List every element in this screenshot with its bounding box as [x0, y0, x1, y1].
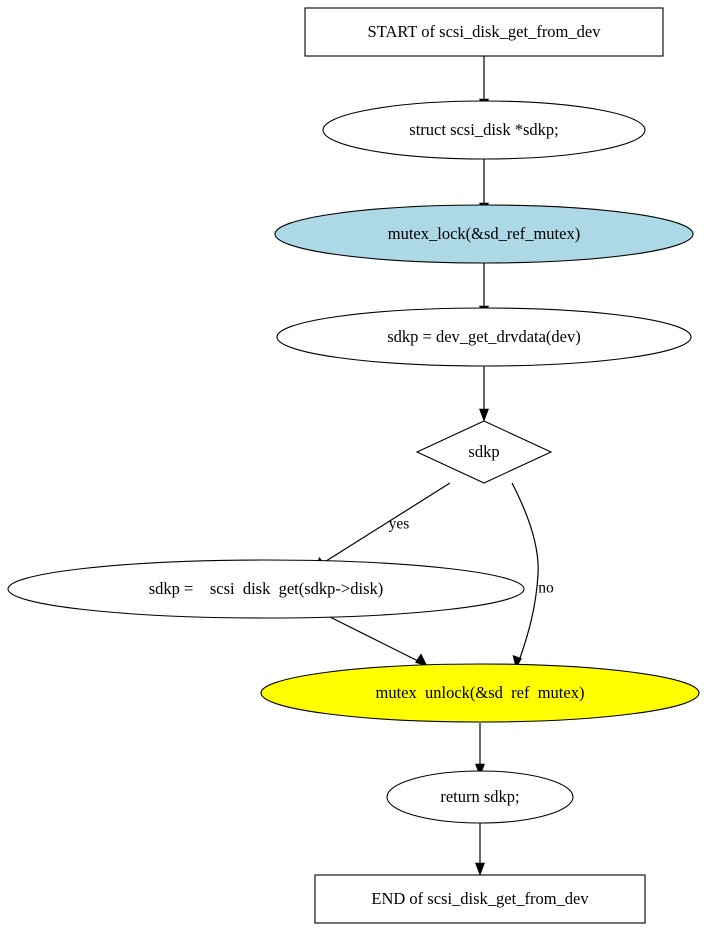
node-start-shape[interactable]	[304, 7, 664, 57]
node-end-shape[interactable]	[314, 874, 646, 924]
arrow-head-icon	[475, 763, 485, 777]
edge-diskget-to-mutexunlock	[315, 609, 428, 667]
node-drvdata-shape[interactable]	[276, 307, 692, 367]
node-mutex-unlock-label: mutex unlock(&sd ref mutex)	[376, 683, 585, 702]
node-return[interactable]: return sdkp;	[386, 770, 574, 824]
node-decl-shape[interactable]	[322, 100, 646, 160]
node-layer: START of scsi_disk_get_from_dev struct s…	[7, 7, 700, 924]
edge-label-no: no	[538, 580, 554, 597]
node-mutex-lock-label: mutex_lock(&sd_ref_mutex)	[388, 224, 580, 243]
node-return-label: return sdkp;	[440, 787, 519, 806]
edge-mutexunlock-to-return	[475, 723, 485, 777]
node-decision-sdkp[interactable]: sdkp	[415, 420, 553, 484]
node-disk-get-shape[interactable]	[7, 559, 525, 619]
arrow-head-icon	[479, 408, 489, 422]
node-decl-label: struct scsi_disk *sdkp;	[409, 120, 558, 139]
node-mutex-unlock-shape[interactable]	[260, 663, 700, 723]
node-return-shape[interactable]	[386, 770, 574, 824]
node-drvdata-label: sdkp = dev_get_drvdata(dev)	[387, 327, 581, 346]
node-decision-label: sdkp	[468, 442, 499, 461]
arrow-head-icon	[415, 653, 428, 667]
node-decl[interactable]: struct scsi_disk *sdkp;	[322, 100, 646, 160]
edge-line	[315, 609, 419, 662]
edge-label-yes: yes	[389, 516, 410, 533]
node-disk-get[interactable]: sdkp = scsi disk get(sdkp->disk)	[7, 559, 525, 619]
edge-line	[322, 482, 451, 564]
node-start-label: START of scsi_disk_get_from_dev	[368, 22, 602, 41]
node-decision-shape[interactable]	[415, 420, 553, 484]
node-drvdata[interactable]: sdkp = dev_get_drvdata(dev)	[276, 307, 692, 367]
node-mutex-lock[interactable]: mutex_lock(&sd_ref_mutex)	[274, 204, 694, 264]
node-end-label: END of scsi_disk_get_from_dev	[371, 889, 589, 908]
arrow-head-icon	[512, 655, 522, 669]
node-start[interactable]: START of scsi_disk_get_from_dev	[304, 7, 664, 57]
edge-decision-to-diskget: yes	[313, 482, 451, 570]
node-disk-get-label: sdkp = scsi disk get(sdkp->disk)	[149, 579, 383, 598]
edge-decision-to-mutexunlock: no	[511, 482, 554, 669]
edge-return-to-end	[475, 822, 485, 876]
node-mutex-unlock[interactable]: mutex unlock(&sd ref mutex)	[260, 663, 700, 723]
arrow-head-icon	[475, 862, 485, 876]
edge-line	[511, 482, 539, 659]
node-end[interactable]: END of scsi_disk_get_from_dev	[314, 874, 646, 924]
edge-drvdata-to-decision	[479, 366, 489, 422]
node-mutex-lock-shape[interactable]	[274, 204, 694, 264]
